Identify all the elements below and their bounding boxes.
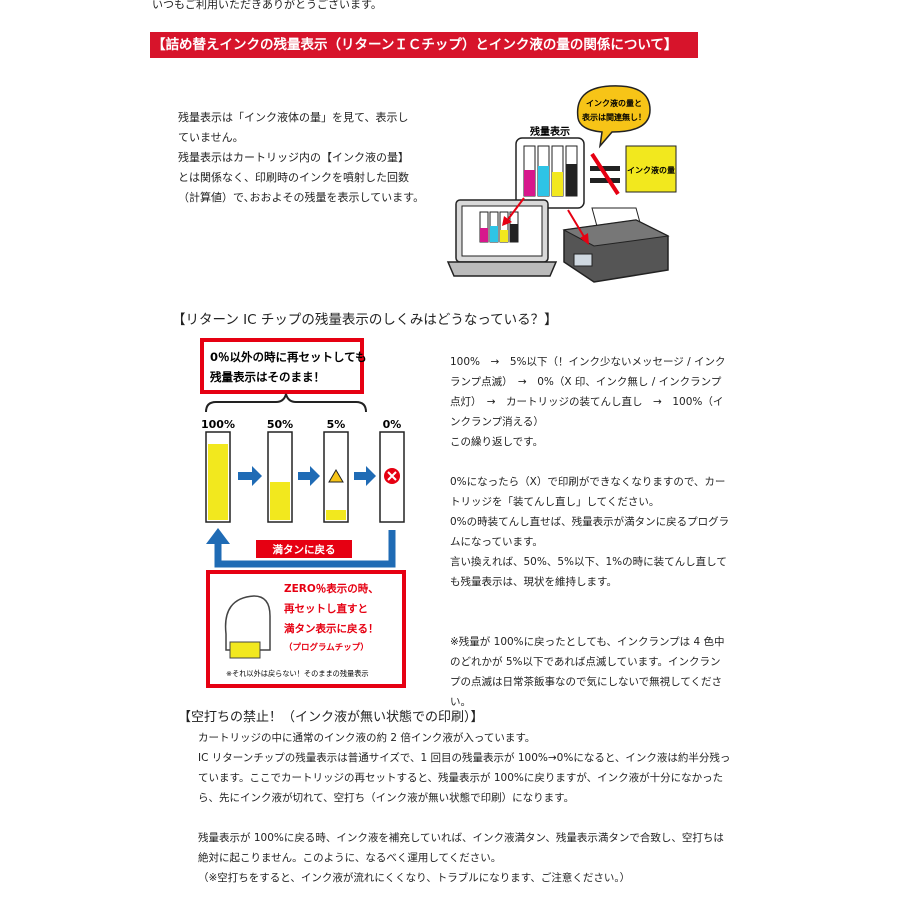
bubble-text-2: 表示は関連無し！ bbox=[581, 112, 646, 122]
brace-line bbox=[205, 393, 367, 413]
bottom-callout-note: ※それ以外は戻らない！そのままの残量表示 bbox=[226, 669, 369, 678]
text-line: 残量表示は「インク液体の量」を見て、表示し bbox=[178, 111, 409, 124]
bottom-callout-line4: （プログラムチップ） bbox=[284, 642, 369, 653]
hand-icon bbox=[224, 595, 271, 651]
relation-arrows bbox=[502, 197, 589, 245]
level-label-100: 100% bbox=[201, 418, 235, 431]
text-line: カートリッジの中に通常のインク液の約 2 倍インク液が入っています。 bbox=[198, 732, 536, 744]
printer-illustration: 残量表示 インク液の量 インク液の量と 表示は関連無し！ bbox=[446, 85, 677, 283]
text-line: 点灯） → カートリッジの装てんし直し → 100%（イ bbox=[450, 396, 724, 408]
ink-amount-label: インク液の量 bbox=[627, 165, 675, 175]
level-label-0: 0% bbox=[383, 418, 402, 431]
cartridge-100 bbox=[205, 431, 231, 523]
ink-bottle-icon: インク液の量 bbox=[625, 145, 677, 193]
not-equal-icon bbox=[590, 152, 620, 196]
bottom-callout-box: ZERO％表示の時、 再セットし直すと 満タン表示に戻る！ （プログラムチップ）… bbox=[206, 570, 406, 688]
dry-firing-explanation: カートリッジの中に通常のインク液の約 2 倍インク液が入っています。 IC リタ… bbox=[198, 728, 758, 888]
text-line: い。 bbox=[450, 696, 471, 708]
return-loop-arrow: 満タンに戻る bbox=[206, 528, 396, 568]
cartridge-50 bbox=[267, 431, 293, 523]
printer-icon bbox=[562, 207, 670, 283]
section-heading-return-chip: 【リターン IC チップの残量表示のしくみはどうなっている？】 bbox=[172, 312, 558, 328]
bottom-callout-line2: 再セットし直すと bbox=[284, 602, 368, 615]
remaining-display-panel: 残量表示 bbox=[515, 125, 585, 209]
bubble-text-1: インク液の量と bbox=[586, 98, 642, 108]
bottom-callout-line1: ZERO％表示の時、 bbox=[284, 582, 379, 595]
text-line: ムになっています。 bbox=[450, 536, 543, 548]
warning-icon bbox=[328, 469, 344, 483]
laptop-icon bbox=[446, 199, 558, 277]
flow-arrows bbox=[238, 466, 376, 486]
reset-cycle-explanation: 100% → 5%以下（！インク少ないメッセージ / インク ランプ点滅） → … bbox=[450, 352, 750, 712]
text-line: 絶対に起こりません。このように、なるべく運用してください。 bbox=[198, 852, 502, 864]
text-line: 残量表示が 100%に戻る時、インク液を補充していれば、インク液満タン、残量表示… bbox=[198, 832, 724, 844]
speech-bubble: インク液の量と 表示は関連無し！ bbox=[576, 85, 651, 149]
text-line: IC リターンチップの残量表示は普通サイズで、1 回目の残量表示が 100%→0… bbox=[198, 752, 731, 764]
text-line: も残量表示は、現状を維持します。 bbox=[450, 576, 617, 588]
text-line: 残量表示はカートリッジ内の【インク液の量】 bbox=[178, 151, 409, 164]
reset-cycle-diagram: 0％以外の時に再セットしても 残量表示はそのまま！ 100% 50% 5% 0%… bbox=[200, 338, 406, 688]
full-reset-label: 満タンに戻る bbox=[273, 543, 336, 556]
text-line: （計算値）で､おおよその残量を表示しています。 bbox=[178, 191, 425, 204]
cartridge-0 bbox=[379, 431, 405, 523]
text-line: ていません。 bbox=[178, 131, 244, 144]
section-banner: 【詰め替えインクの残量表示（リターンＩＣチップ）とインク液の量の関係について】 bbox=[150, 32, 698, 58]
text-line: ています。ここでカートリッジの再セットすると、残量表示が 100%に戻りますが、… bbox=[198, 772, 724, 784]
level-label-5: 5% bbox=[327, 418, 346, 431]
bottom-callout-line3: 満タン表示に戻る！ bbox=[284, 622, 379, 635]
top-callout-line2: 残量表示はそのまま！ bbox=[210, 370, 325, 384]
text-line: プの点滅は日常茶飯事なので気にしないで無視してくださ bbox=[450, 676, 723, 688]
text-line: 100% → 5%以下（！インク少ないメッセージ / インク bbox=[450, 356, 726, 368]
text-line: ※残量が 100%に戻ったとしても、インクランプは 4 色中 bbox=[450, 636, 725, 648]
section-heading-dry-firing: 【空打ちの禁止！（インク液が無い状態での印刷）】 bbox=[178, 710, 484, 725]
top-callout-line1: 0％以外の時に再セットしても bbox=[210, 350, 367, 364]
remaining-display-explanation: 残量表示は「インク液体の量」を見て、表示し ていません。 残量表示はカートリッジ… bbox=[178, 108, 425, 208]
remaining-display-label: 残量表示 bbox=[530, 125, 570, 138]
text-line: この繰り返しです。 bbox=[450, 436, 544, 448]
intro-text: いつもご利用いただきありがとうございます。 bbox=[152, 0, 382, 11]
text-line: 0%の時装てんし直せば、残量表示が満タンに戻るプログラ bbox=[450, 516, 730, 528]
text-line: （※空打ちをすると、インク液が流れにくくなり、トラブルになります、ご注意ください… bbox=[198, 872, 631, 884]
cartridge-5 bbox=[323, 431, 349, 523]
text-line: ンクランプ消える） bbox=[450, 416, 544, 428]
text-line: トリッジを「装てんし直し」してください。 bbox=[450, 496, 660, 508]
text-line: のどれかが 5%以下であれば点滅しています。インクラン bbox=[450, 656, 721, 668]
text-line: とは関係なく、印刷時のインクを噴射した回数 bbox=[178, 171, 409, 184]
text-line: 言い換えれば、50%、5%以下、1%の時に装てんし直して bbox=[450, 556, 727, 568]
text-line: ランプ点滅） → 0%（X 印、インク無し / インクランプ bbox=[450, 376, 722, 388]
level-label-50: 50% bbox=[267, 418, 293, 431]
text-line: ら、先にインク液が切れて、空打ち（インク液が無い状態で印刷）になります。 bbox=[198, 792, 575, 804]
top-callout-box: 0％以外の時に再セットしても 残量表示はそのまま！ bbox=[200, 338, 367, 394]
text-line: 0%になったら（X）で印刷ができなくなりますので、カー bbox=[450, 476, 726, 488]
